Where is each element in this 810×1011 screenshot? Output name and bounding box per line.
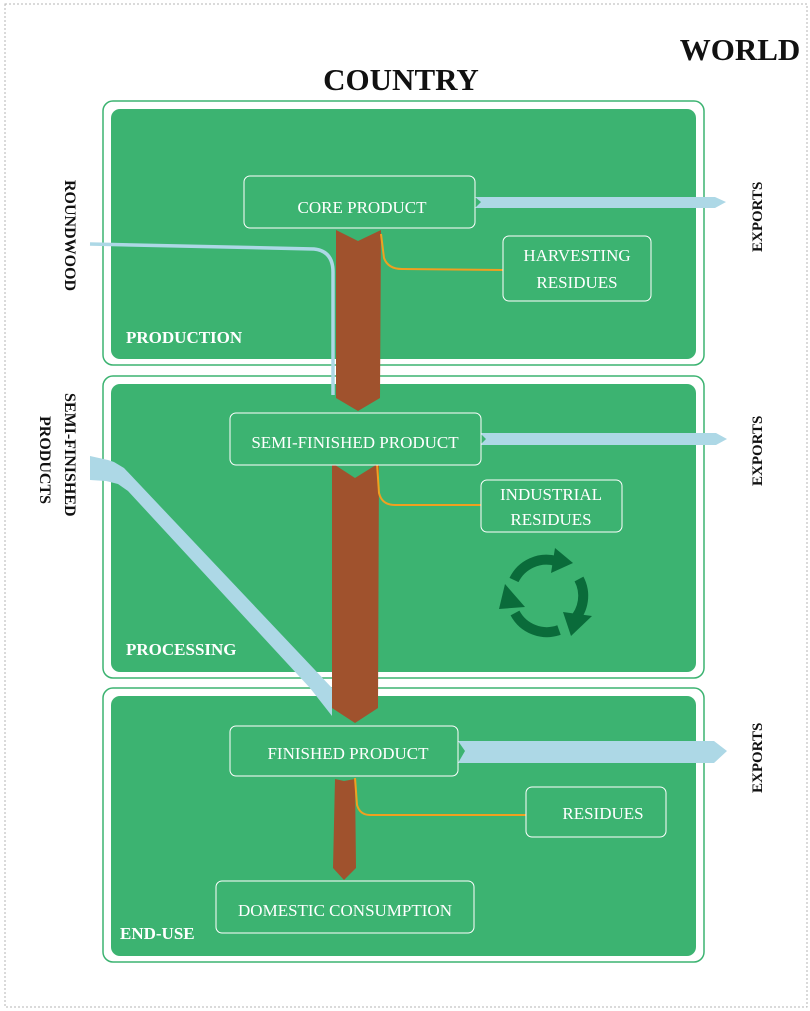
export-arrow-core	[475, 197, 726, 208]
industrial-residues-label-1: INDUSTRIAL	[500, 485, 602, 504]
harvesting-residues-box: HARVESTING RESIDUES	[502, 235, 652, 302]
industrial-residue-line	[376, 462, 481, 506]
harvesting-residues-label-1: HARVESTING	[523, 246, 630, 265]
residue-line	[354, 777, 526, 816]
harvesting-residue-line	[380, 233, 504, 271]
semi-finished-products-label-1: SEMI-FINISHED	[61, 393, 78, 517]
industrial-residues-label-2: RESIDUES	[510, 510, 591, 529]
core-product-box: CORE PRODUCT	[243, 175, 476, 229]
exports-label-production: EXPORTS	[750, 182, 766, 252]
residues-box: RESIDUES	[525, 786, 667, 838]
exports-label-processing: EXPORTS	[750, 416, 766, 486]
industrial-residues-box: INDUSTRIAL RESIDUES	[480, 479, 623, 533]
export-arrow-finished	[458, 741, 727, 763]
production-panel: PRODUCTION	[102, 100, 705, 366]
main-flow-segment-2	[332, 463, 379, 723]
semi-finished-product-box: SEMI-FINISHED PRODUCT	[229, 412, 482, 466]
country-title: COUNTRY	[323, 62, 479, 97]
main-flow-segment-1	[336, 230, 381, 411]
core-product-label: CORE PRODUCT	[298, 198, 428, 217]
end-use-stage-label: END-USE	[120, 924, 195, 943]
roundwood-flow	[89, 242, 335, 395]
processing-stage-label: PROCESSING	[126, 640, 237, 659]
recycle-arrows-icon	[499, 548, 592, 638]
finished-product-label: FINISHED PRODUCT	[267, 744, 429, 763]
outer-frame	[4, 3, 808, 1008]
world-title: WORLD	[680, 32, 801, 67]
main-flow-segment-3	[333, 779, 356, 880]
harvesting-residues-label-2: RESIDUES	[536, 273, 617, 292]
production-stage-label: PRODUCTION	[126, 328, 243, 347]
export-arrow-semi	[480, 433, 727, 445]
roundwood-label: ROUNDWOOD	[61, 180, 78, 291]
semi-finished-input-flow	[90, 456, 332, 716]
finished-product-box: FINISHED PRODUCT	[229, 725, 459, 777]
exports-label-end-use: EXPORTS	[750, 723, 766, 793]
semi-finished-product-label: SEMI-FINISHED PRODUCT	[251, 433, 459, 452]
semi-finished-products-label-2: PRODUCTS	[36, 416, 53, 504]
domestic-consumption-box: DOMESTIC CONSUMPTION	[215, 880, 475, 934]
residues-label: RESIDUES	[562, 804, 643, 823]
domestic-consumption-label: DOMESTIC CONSUMPTION	[238, 901, 452, 920]
